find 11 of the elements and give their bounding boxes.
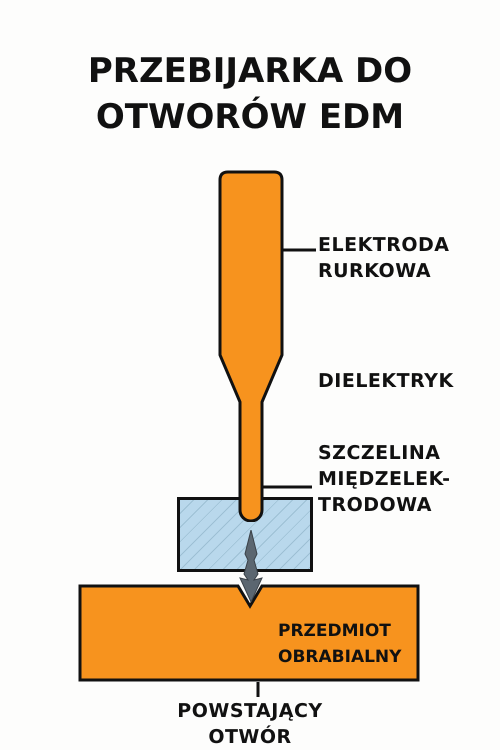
part-label: PRZEDMIOT OBRABIALNY — [278, 620, 402, 669]
part-label: POWSTAJĄCY OTWÓR — [150, 698, 350, 750]
tube-electrode — [218, 170, 284, 522]
title: PRZEBIJARKA DO OTWORÓW EDM — [86, 50, 414, 139]
part-label: SZCZELINA MIĘDZELEK- TRODOWA — [318, 440, 478, 518]
leader-line — [282, 248, 316, 252]
dielectric-block — [177, 497, 313, 572]
leader-line — [262, 486, 312, 488]
part-label: DIELEKTRYK — [318, 369, 455, 394]
leader-line — [256, 682, 260, 697]
part-label: ELEKTRODA RURKOWA — [318, 232, 468, 284]
